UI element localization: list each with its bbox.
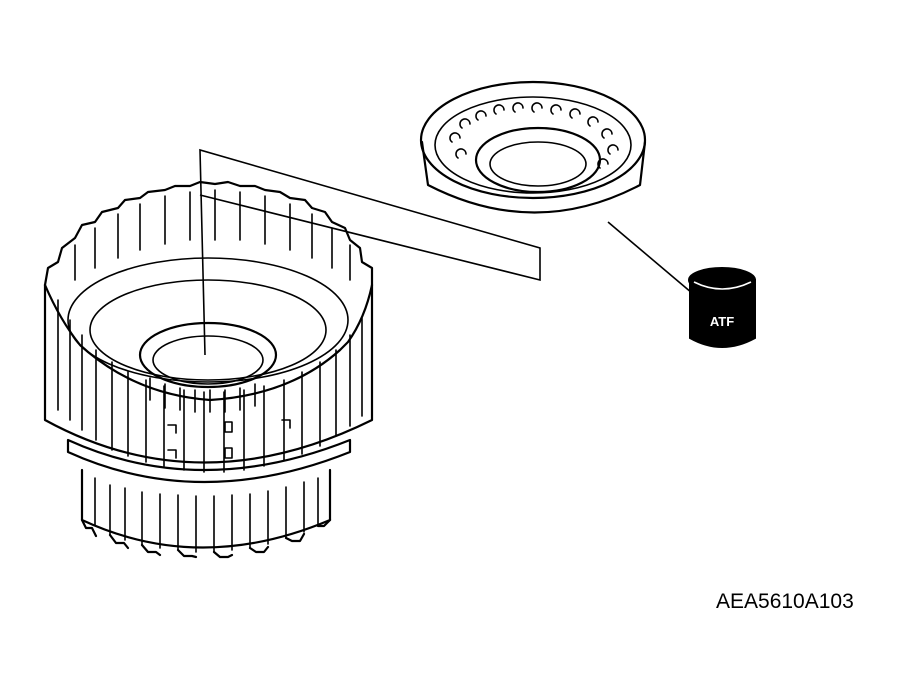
atf-can-body [689, 279, 756, 348]
drum-inner-bore [67, 257, 349, 413]
assembly-leader-lines [199, 148, 693, 356]
atf-can: ATF [688, 267, 756, 348]
hub-spline-teeth [80, 468, 332, 559]
clutch-drum [43, 180, 374, 559]
atf-can-label: ATF [710, 314, 734, 329]
figure-reference-code: AEA5610A103 [716, 590, 854, 613]
piston-center-bore [474, 126, 602, 194]
clutch-piston [419, 80, 647, 214]
drum-slots [57, 189, 363, 473]
drum-top-rim-back [43, 180, 374, 287]
piston-spring-pockets [449, 102, 619, 169]
piston-outer-rim [419, 80, 647, 200]
drum-outer-wall [43, 283, 374, 464]
drum-base-band [66, 438, 352, 484]
piston-outer-wall [420, 140, 647, 214]
